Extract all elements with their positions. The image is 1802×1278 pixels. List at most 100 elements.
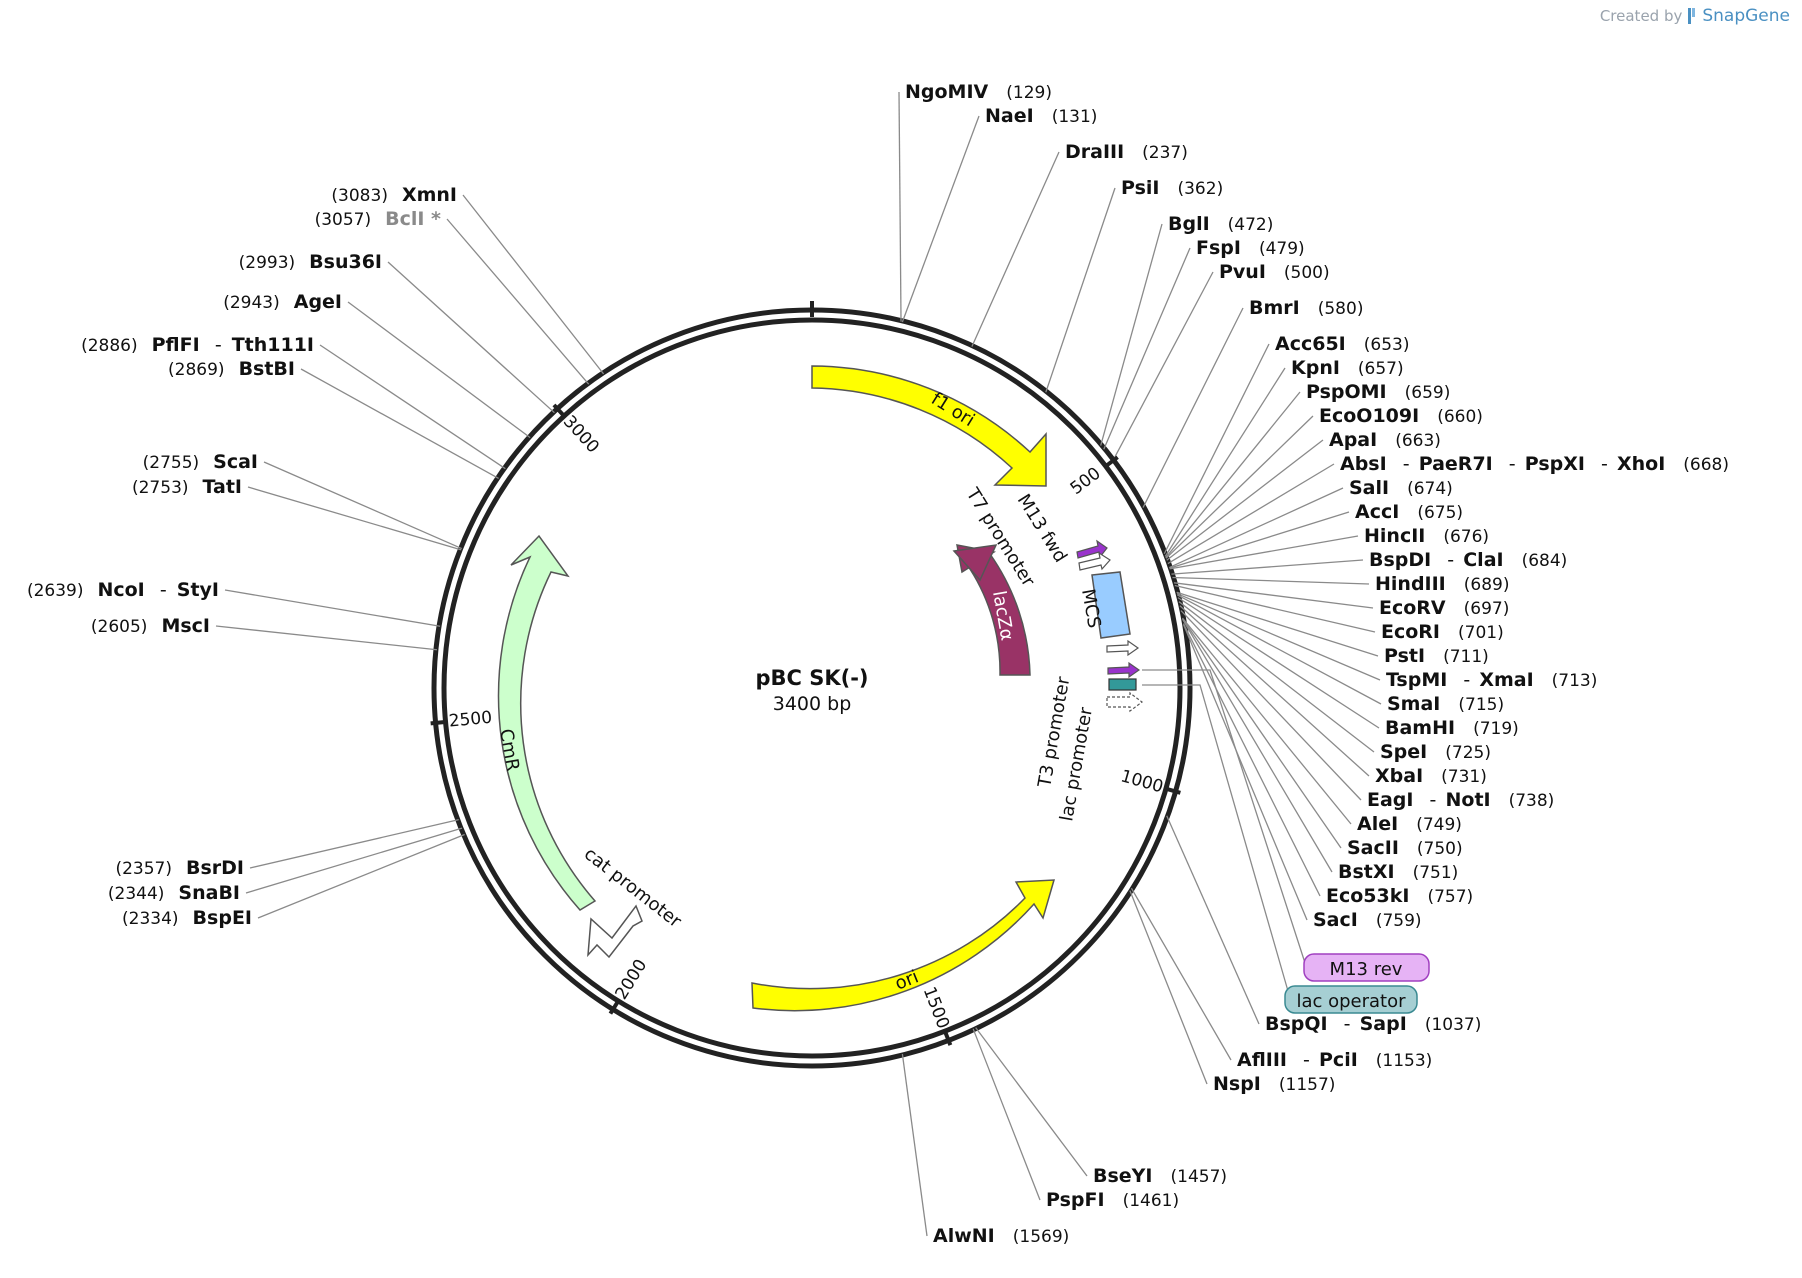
site-label-right[interactable]: SpeI(725) (1380, 741, 1491, 763)
cmr-feature[interactable] (497, 534, 597, 911)
site-label-right[interactable]: SmaI(715) (1387, 693, 1504, 715)
site-label-right[interactable]: FspI(479) (1196, 237, 1305, 259)
site-label-right[interactable]: SacII(750) (1347, 837, 1463, 859)
site-label-left[interactable]: SnaBI(2344) (108, 882, 240, 904)
site-label-left[interactable]: StyI-NcoI(2639) (27, 579, 219, 601)
site-name[interactable]: SacII (1347, 837, 1399, 859)
site-label-right[interactable]: AflIII-PciI(1153) (1237, 1049, 1432, 1071)
site-name[interactable]: XbaI (1375, 765, 1423, 787)
site-label-left[interactable]: AgeI(2943) (223, 291, 342, 313)
site-name[interactable]: PspXI (1525, 453, 1585, 475)
site-name[interactable]: AccI (1355, 501, 1399, 523)
site-label-right[interactable]: HincII(676) (1364, 525, 1489, 547)
site-label-right[interactable]: PspOMI(659) (1306, 381, 1450, 403)
t3-promoter-feature[interactable] (1106, 639, 1140, 657)
site-name[interactable]: AgeI (294, 291, 342, 313)
ori-feature[interactable] (751, 879, 1056, 1012)
site-name[interactable]: PciI (1319, 1049, 1358, 1071)
site-name[interactable]: NspI (1213, 1073, 1261, 1095)
mcs-feature[interactable] (1091, 571, 1131, 639)
site-label-left[interactable]: ScaI(2755) (143, 451, 258, 473)
site-label-right[interactable]: EcoO109I(660) (1319, 405, 1483, 427)
site-label-right[interactable]: HindIII(689) (1375, 573, 1509, 595)
site-name[interactable]: BmrI (1249, 297, 1300, 319)
site-label-right[interactable]: BmrI(580) (1249, 297, 1363, 319)
site-label-left[interactable]: Bsu36I(2993) (239, 251, 382, 273)
site-name[interactable]: BamHI (1385, 717, 1455, 739)
site-name[interactable]: AflIII (1237, 1049, 1287, 1071)
site-name[interactable]: BspQI (1265, 1013, 1328, 1035)
site-label-right[interactable]: BseYI(1457) (1093, 1165, 1227, 1187)
site-label-right[interactable]: BspDI-ClaI(684) (1369, 549, 1567, 571)
site-name[interactable]: SapI (1360, 1013, 1407, 1035)
f1-ori-feature[interactable] (811, 365, 1047, 487)
site-label-left[interactable]: BspEI(2334) (122, 907, 252, 929)
site-label-left[interactable]: MscI(2605) (91, 615, 210, 637)
site-label-right[interactable]: PsiI(362) (1121, 177, 1223, 199)
site-name[interactable]: BsrDI (186, 857, 244, 879)
site-name[interactable]: SalI (1349, 477, 1389, 499)
site-name[interactable]: SmaI (1387, 693, 1440, 715)
m13-rev-feature[interactable] (1107, 661, 1141, 679)
site-name[interactable]: FspI (1196, 237, 1241, 259)
site-name[interactable]: HindIII (1375, 573, 1446, 595)
site-label-right[interactable]: BspQI-SapI(1037) (1265, 1013, 1481, 1035)
m13-rev-callout[interactable] (1303, 953, 1430, 982)
site-name[interactable]: SnaBI (178, 882, 240, 904)
site-name[interactable]: DraIII (1065, 141, 1124, 163)
site-name[interactable]: ApaI (1329, 429, 1377, 451)
site-name[interactable]: PspOMI (1306, 381, 1387, 403)
site-name[interactable]: Eco53kI (1326, 885, 1409, 907)
site-label-right[interactable]: BamHI(719) (1385, 717, 1519, 739)
site-label-right[interactable]: EagI-NotI(738) (1367, 789, 1554, 811)
site-label-right[interactable]: SalI(674) (1349, 477, 1453, 499)
site-name[interactable]: TspMI (1386, 669, 1447, 691)
site-name[interactable]: ScaI (213, 451, 258, 473)
site-name[interactable]: NgoMIV (905, 81, 989, 103)
site-label-right[interactable]: BstXI(751) (1338, 861, 1458, 883)
site-name[interactable]: Bsu36I (309, 251, 382, 273)
site-label-right[interactable]: KpnI(657) (1291, 357, 1404, 379)
site-name[interactable]: PsiI (1121, 177, 1159, 199)
site-label-right[interactable]: AccI(675) (1355, 501, 1463, 523)
site-label-left[interactable]: TatI(2753) (132, 476, 242, 498)
site-label-right[interactable]: BglI(472) (1168, 213, 1273, 235)
site-name[interactable]: EagI (1367, 789, 1413, 811)
site-label-right[interactable]: EcoRV(697) (1379, 597, 1509, 619)
site-label-left[interactable]: BstBI(2869) (168, 358, 295, 380)
site-label-left[interactable]: Tth111I-PflFI(2886) (81, 334, 314, 356)
site-name[interactable]: PspFI (1046, 1189, 1105, 1211)
site-name[interactable]: PstI (1384, 645, 1425, 667)
site-name[interactable]: EcoRI (1381, 621, 1440, 643)
lac-promoter-feature[interactable] (1106, 691, 1143, 713)
site-name[interactable]: AlwNI (933, 1225, 995, 1247)
site-label-right[interactable]: ApaI(663) (1329, 429, 1441, 451)
site-label-right[interactable]: TspMI-XmaI(713) (1386, 669, 1597, 691)
site-name[interactable]: BspDI (1369, 549, 1431, 571)
lac-operator-callout[interactable] (1284, 985, 1418, 1014)
site-name[interactable]: XhoI (1617, 453, 1665, 475)
site-label-right[interactable]: AbsI-PaeR7I-PspXI-XhoI(668) (1340, 453, 1729, 475)
site-name[interactable]: StyI (177, 579, 219, 601)
site-name[interactable]: BstXI (1338, 861, 1395, 883)
site-label-right[interactable]: PvuI(500) (1219, 261, 1330, 283)
site-name[interactable]: XmaI (1479, 669, 1533, 691)
site-label-left[interactable]: XmnI(3083) (331, 184, 457, 206)
site-name[interactable]: BclI * (385, 208, 441, 230)
site-name[interactable]: PaeR7I (1419, 453, 1493, 475)
site-name[interactable]: PflFI (152, 334, 200, 356)
site-name[interactable]: NaeI (985, 105, 1034, 127)
site-label-right[interactable]: SacI(759) (1313, 909, 1422, 931)
site-label-right[interactable]: NspI(1157) (1213, 1073, 1335, 1095)
site-name[interactable]: SpeI (1380, 741, 1427, 763)
site-label-right[interactable]: Acc65I(653) (1275, 333, 1409, 355)
site-name[interactable]: EcoRV (1379, 597, 1446, 619)
site-name[interactable]: BstBI (239, 358, 295, 380)
site-label-left[interactable]: BclI *(3057) (315, 208, 441, 230)
site-label-right[interactable]: Eco53kI(757) (1326, 885, 1473, 907)
site-label-right[interactable]: AleI(749) (1357, 813, 1462, 835)
site-name[interactable]: HincII (1364, 525, 1425, 547)
site-name[interactable]: Acc65I (1275, 333, 1346, 355)
site-name[interactable]: EcoO109I (1319, 405, 1419, 427)
site-name[interactable]: SacI (1313, 909, 1358, 931)
